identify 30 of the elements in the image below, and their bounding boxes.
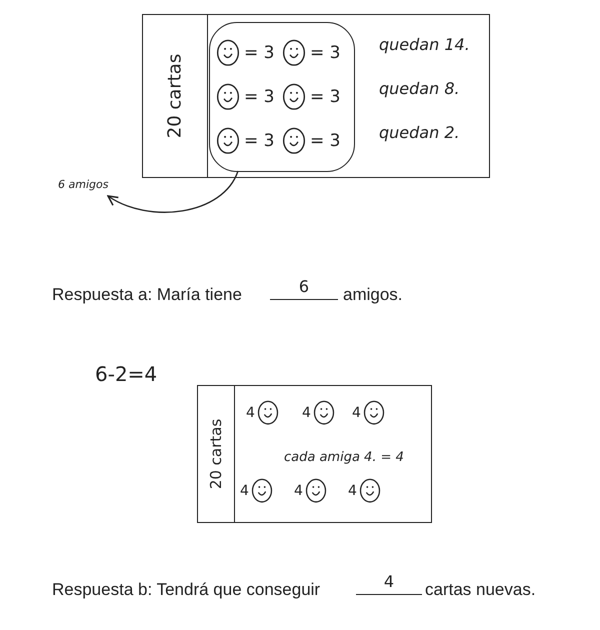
count-text: 4 (352, 404, 361, 421)
count-text: = 3 (310, 43, 340, 63)
remainder-text: quedan 2. (379, 123, 460, 142)
note-text: cada amiga 4. = 4 (284, 450, 404, 465)
answer-text: Respuesta b: Tendrá que conseguir (52, 580, 320, 600)
count-text: = 3 (244, 43, 274, 63)
fill-in-line: 6 (270, 278, 338, 300)
count-text: = 3 (310, 131, 340, 151)
table-box (197, 385, 432, 523)
count-text: 4 (240, 482, 249, 499)
count-text: = 3 (244, 87, 274, 107)
answer-text: cartas nuevas. (425, 580, 536, 600)
answer-text: Respuesta a: María tiene (52, 285, 242, 305)
vertical-label: 20 cartas (207, 418, 225, 490)
curved-arrow (107, 170, 239, 213)
remainder-text: quedan 14. (379, 35, 470, 54)
count-text: 4 (302, 404, 311, 421)
equation-text: 6-2=4 (95, 362, 158, 386)
count-text: = 3 (310, 87, 340, 107)
remainder-text: quedan 8. (379, 79, 460, 98)
count-text: 4 (294, 482, 303, 499)
table-box (142, 14, 490, 178)
count-text: = 3 (244, 131, 274, 151)
fill-in-line: 4 (356, 573, 422, 595)
group-loop (209, 22, 355, 172)
count-text: 4 (348, 482, 357, 499)
note-text: 6 amigos (58, 178, 108, 191)
answer-text: amigos. (343, 285, 403, 305)
count-text: 4 (246, 404, 255, 421)
vertical-label: 20 cartas (164, 54, 186, 138)
